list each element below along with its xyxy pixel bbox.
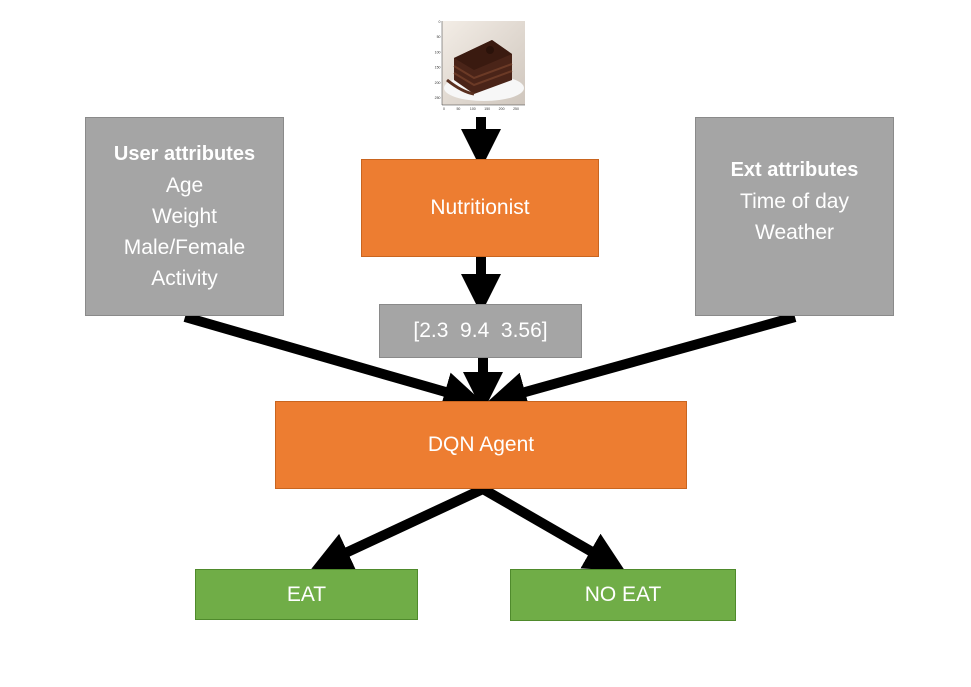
arrow-ext-attributes-to-agent xyxy=(486,312,797,412)
nutrition-vector-label: [2.3 9.4 3.56] xyxy=(413,319,548,342)
thumbnail-y-tick-label: 50 xyxy=(437,35,441,39)
thumbnail-y-tick-label: 200 xyxy=(435,81,441,85)
cake-image-thumbnail: 0 50 100 150 200 250 0 50 100 150 200 250 xyxy=(435,20,525,111)
dqn-agent-label: DQN Agent xyxy=(427,433,535,456)
thumbnail-y-tick-label: 250 xyxy=(435,96,441,100)
eat-action-box: EAT xyxy=(195,569,418,620)
arrow-agent-to-no-eat xyxy=(480,484,626,571)
arrow-user-attributes-to-agent xyxy=(183,312,484,412)
eat-action-label: EAT xyxy=(286,582,327,606)
user-attribute-sex: Male/Female xyxy=(123,236,246,259)
nutritionist-label: Nutritionist xyxy=(430,196,530,219)
no-eat-action-label: NO EAT xyxy=(584,583,662,606)
thumbnail-x-tick-label: 250 xyxy=(513,107,519,111)
thumbnail-y-tick-label: 0 xyxy=(439,20,441,24)
user-attributes-box: User attributes Age Weight Male/Female A… xyxy=(85,117,284,316)
thumbnail-y-tick-label: 150 xyxy=(435,66,441,70)
user-attribute-weight: Weight xyxy=(152,205,217,228)
nutrition-vector-box: [2.3 9.4 3.56] xyxy=(379,304,582,358)
thumbnail-x-tick-label: 50 xyxy=(456,107,460,111)
user-attribute-activity: Activity xyxy=(151,267,218,290)
thumbnail-x-tick-label: 100 xyxy=(470,107,476,111)
thumbnail-x-tick-label: 200 xyxy=(499,107,505,111)
user-attribute-age: Age xyxy=(165,174,204,197)
ext-attributes-box: Ext attributes Time of day Weather xyxy=(695,117,894,316)
nutritionist-box: Nutritionist xyxy=(361,159,599,257)
arrow-agent-to-eat xyxy=(311,484,486,571)
thumbnail-x-tick-label: 0 xyxy=(443,107,445,111)
dqn-agent-box: DQN Agent xyxy=(275,401,687,489)
thumbnail-x-tick-label: 150 xyxy=(484,107,490,111)
ext-attribute-time-of-day: Time of day xyxy=(740,190,849,213)
thumbnail-y-tick-label: 100 xyxy=(435,50,441,54)
user-attributes-title: User attributes xyxy=(113,143,256,165)
ext-attribute-weather: Weather xyxy=(755,221,834,244)
no-eat-action-box: NO EAT xyxy=(510,569,736,621)
ext-attributes-title: Ext attributes xyxy=(730,159,859,181)
